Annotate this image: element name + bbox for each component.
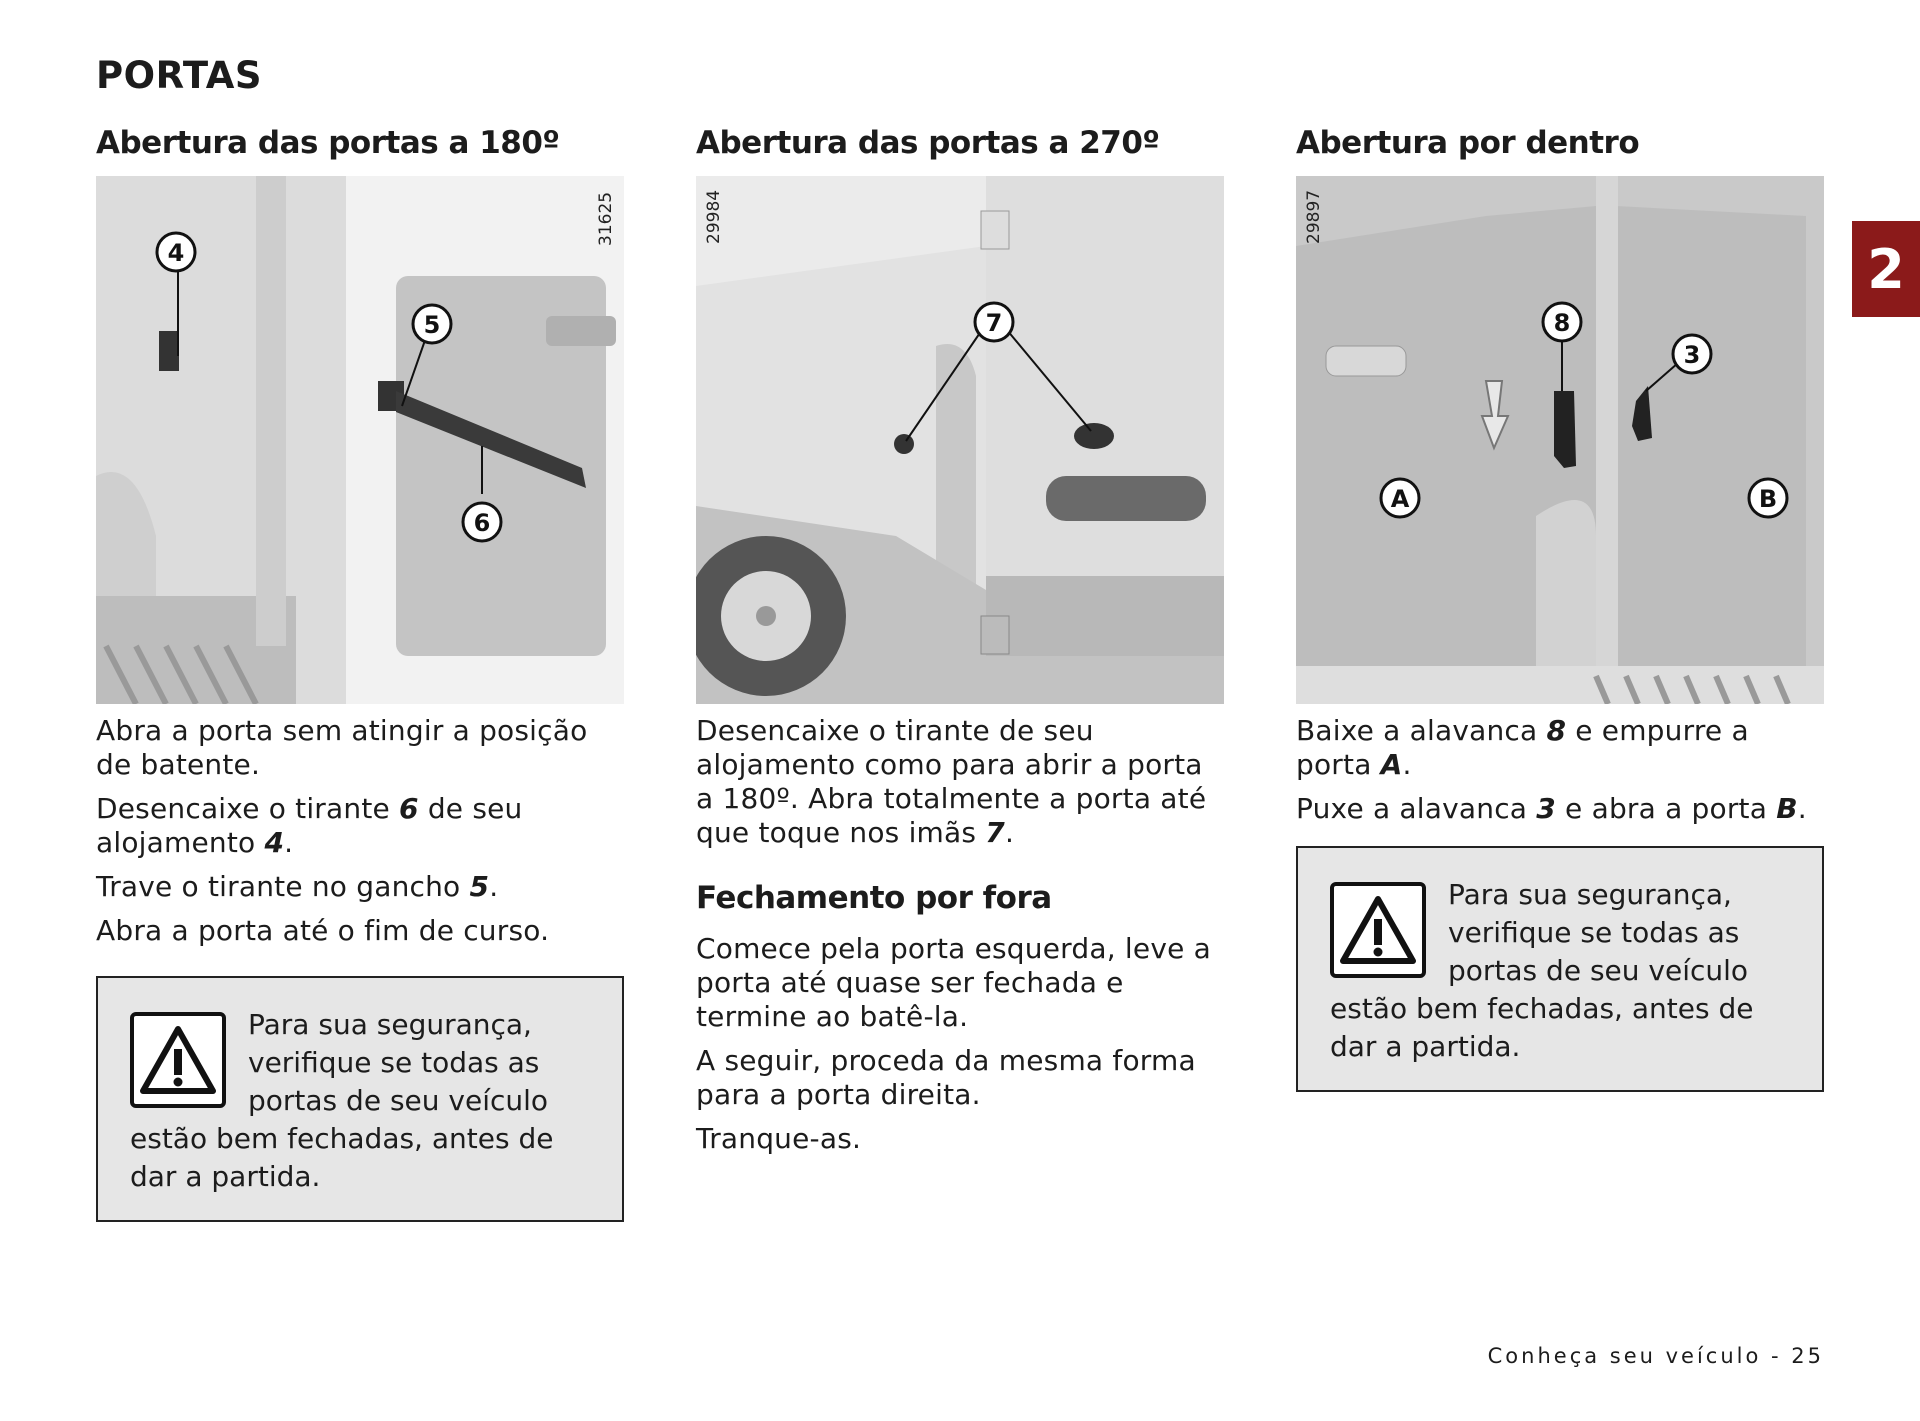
safety-warning-box: Para sua segurança, verifique se todas a… (1296, 846, 1824, 1092)
figure-opening-inside: 8 3 A B 29897 (1296, 176, 1824, 704)
paragraph-4: Abra a porta até o fim de curso. (96, 914, 550, 947)
illustration-interior-levers: 8 3 A B (1296, 176, 1824, 704)
heading-opening-inside: Abertura por dentro (1296, 125, 1640, 161)
illustration-door-strap: 4 5 6 (96, 176, 624, 704)
callout-7: 7 (986, 309, 1003, 337)
paragraph-1: Abra a porta sem atingir a posição de ba… (96, 714, 588, 781)
page-footer: Conheça seu veículo - 25 (1487, 1344, 1824, 1368)
figure-ref-29897: 29897 (1304, 189, 1324, 244)
callout-5: 5 (424, 311, 441, 339)
paragraph-3: A seguir, proceda da mesma forma para a … (696, 1044, 1196, 1111)
page-title: PORTAS (96, 54, 263, 97)
paragraph-1: Desencaixe o tirante de seu alojamento c… (696, 714, 1207, 849)
column-opening-inside: Abertura por dentro 8 (1296, 120, 1824, 1092)
column-opening-180: Abertura das portas a 180º 4 (96, 120, 624, 1222)
paragraph-2: Puxe a alavanca 3 e abra a porta B. (1296, 792, 1807, 825)
figure-ref-29984: 29984 (704, 189, 724, 244)
figure-opening-270: 7 29984 (696, 176, 1224, 704)
heading-closing-outside: Fechamento por fora (696, 880, 1052, 916)
callout-6: 6 (474, 509, 491, 537)
figure-ref-31625: 31625 (596, 191, 616, 246)
heading-opening-270: Abertura das portas a 270º (696, 125, 1160, 161)
paragraph-4: Tranque-as. (696, 1122, 862, 1155)
warning-triangle-icon (130, 1012, 226, 1108)
warning-text: Para sua segurança, verifique se todas a… (1330, 878, 1754, 1063)
callout-b: B (1759, 485, 1777, 513)
paragraph-3: Trave o tirante no gancho 5. (96, 870, 499, 903)
column-opening-270: Abertura das portas a 270º 7 29984 Desen… (696, 120, 1224, 1166)
callout-a: A (1391, 485, 1410, 513)
warning-triangle-icon (1330, 882, 1426, 978)
paragraph-1: Baixe a alavanca 8 e empurre a porta A. (1296, 714, 1749, 781)
section-tab: 2 (1852, 221, 1920, 317)
warning-text: Para sua segurança, verifique se todas a… (130, 1008, 554, 1193)
paragraph-2: Comece pela porta esquerda, leve a porta… (696, 932, 1211, 1033)
figure-opening-180: 4 5 6 31625 (96, 176, 624, 704)
callout-3: 3 (1684, 341, 1701, 369)
illustration-van-rear-magnets: 7 (696, 176, 1224, 704)
callout-8: 8 (1554, 309, 1571, 337)
paragraph-2: Desencaixe o tirante 6 de seu alojamento… (96, 792, 523, 859)
heading-opening-180: Abertura das portas a 180º (96, 125, 560, 161)
safety-warning-box: Para sua segurança, verifique se todas a… (96, 976, 624, 1222)
callout-4: 4 (168, 239, 185, 267)
